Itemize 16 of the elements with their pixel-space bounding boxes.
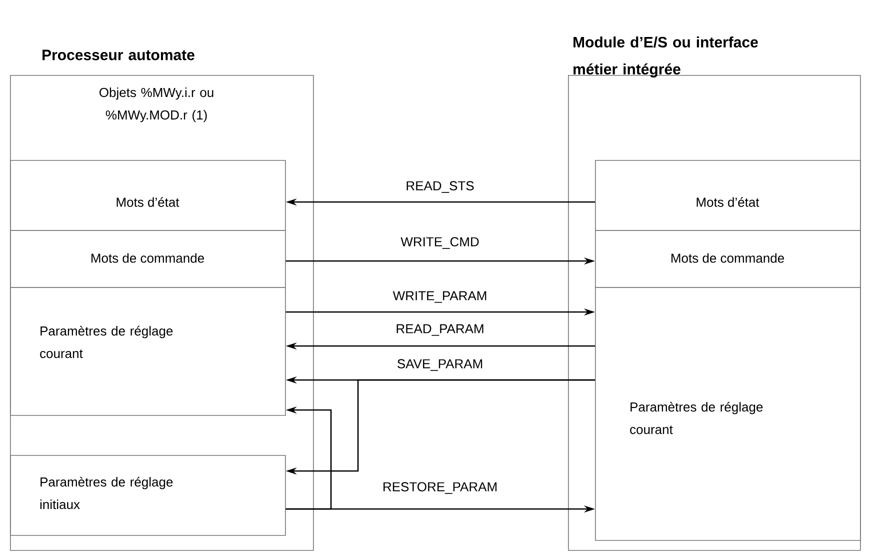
edge-label: SAVE_PARAM <box>398 359 482 371</box>
register-box: Paramètres de réglage courant <box>10 287 286 416</box>
panel-heading: Processeur automate <box>42 50 194 60</box>
edge-label: WRITE_PARAM <box>392 291 486 303</box>
edge-label: READ_STS <box>406 181 474 193</box>
register-box: Paramètres de réglage courant <box>595 287 861 541</box>
register-box: Mots de commande <box>595 230 861 288</box>
register-box: Mots d’état <box>595 160 861 231</box>
panel-heading: Module d’E/S ou interface métier intégrée <box>574 36 758 78</box>
edge-label: RESTORE_PARAM <box>384 482 496 494</box>
edge-label: WRITE_CMD <box>400 237 479 249</box>
object-caption: Objets %MWy.i.r ou %MWy.MOD.r (1) <box>100 88 214 122</box>
register-box: Paramètres de réglage initiaux <box>10 455 286 536</box>
register-box: Mots de commande <box>10 230 286 288</box>
edge-label: READ_PARAM <box>396 324 484 336</box>
register-box: Mots d’état <box>10 160 286 231</box>
